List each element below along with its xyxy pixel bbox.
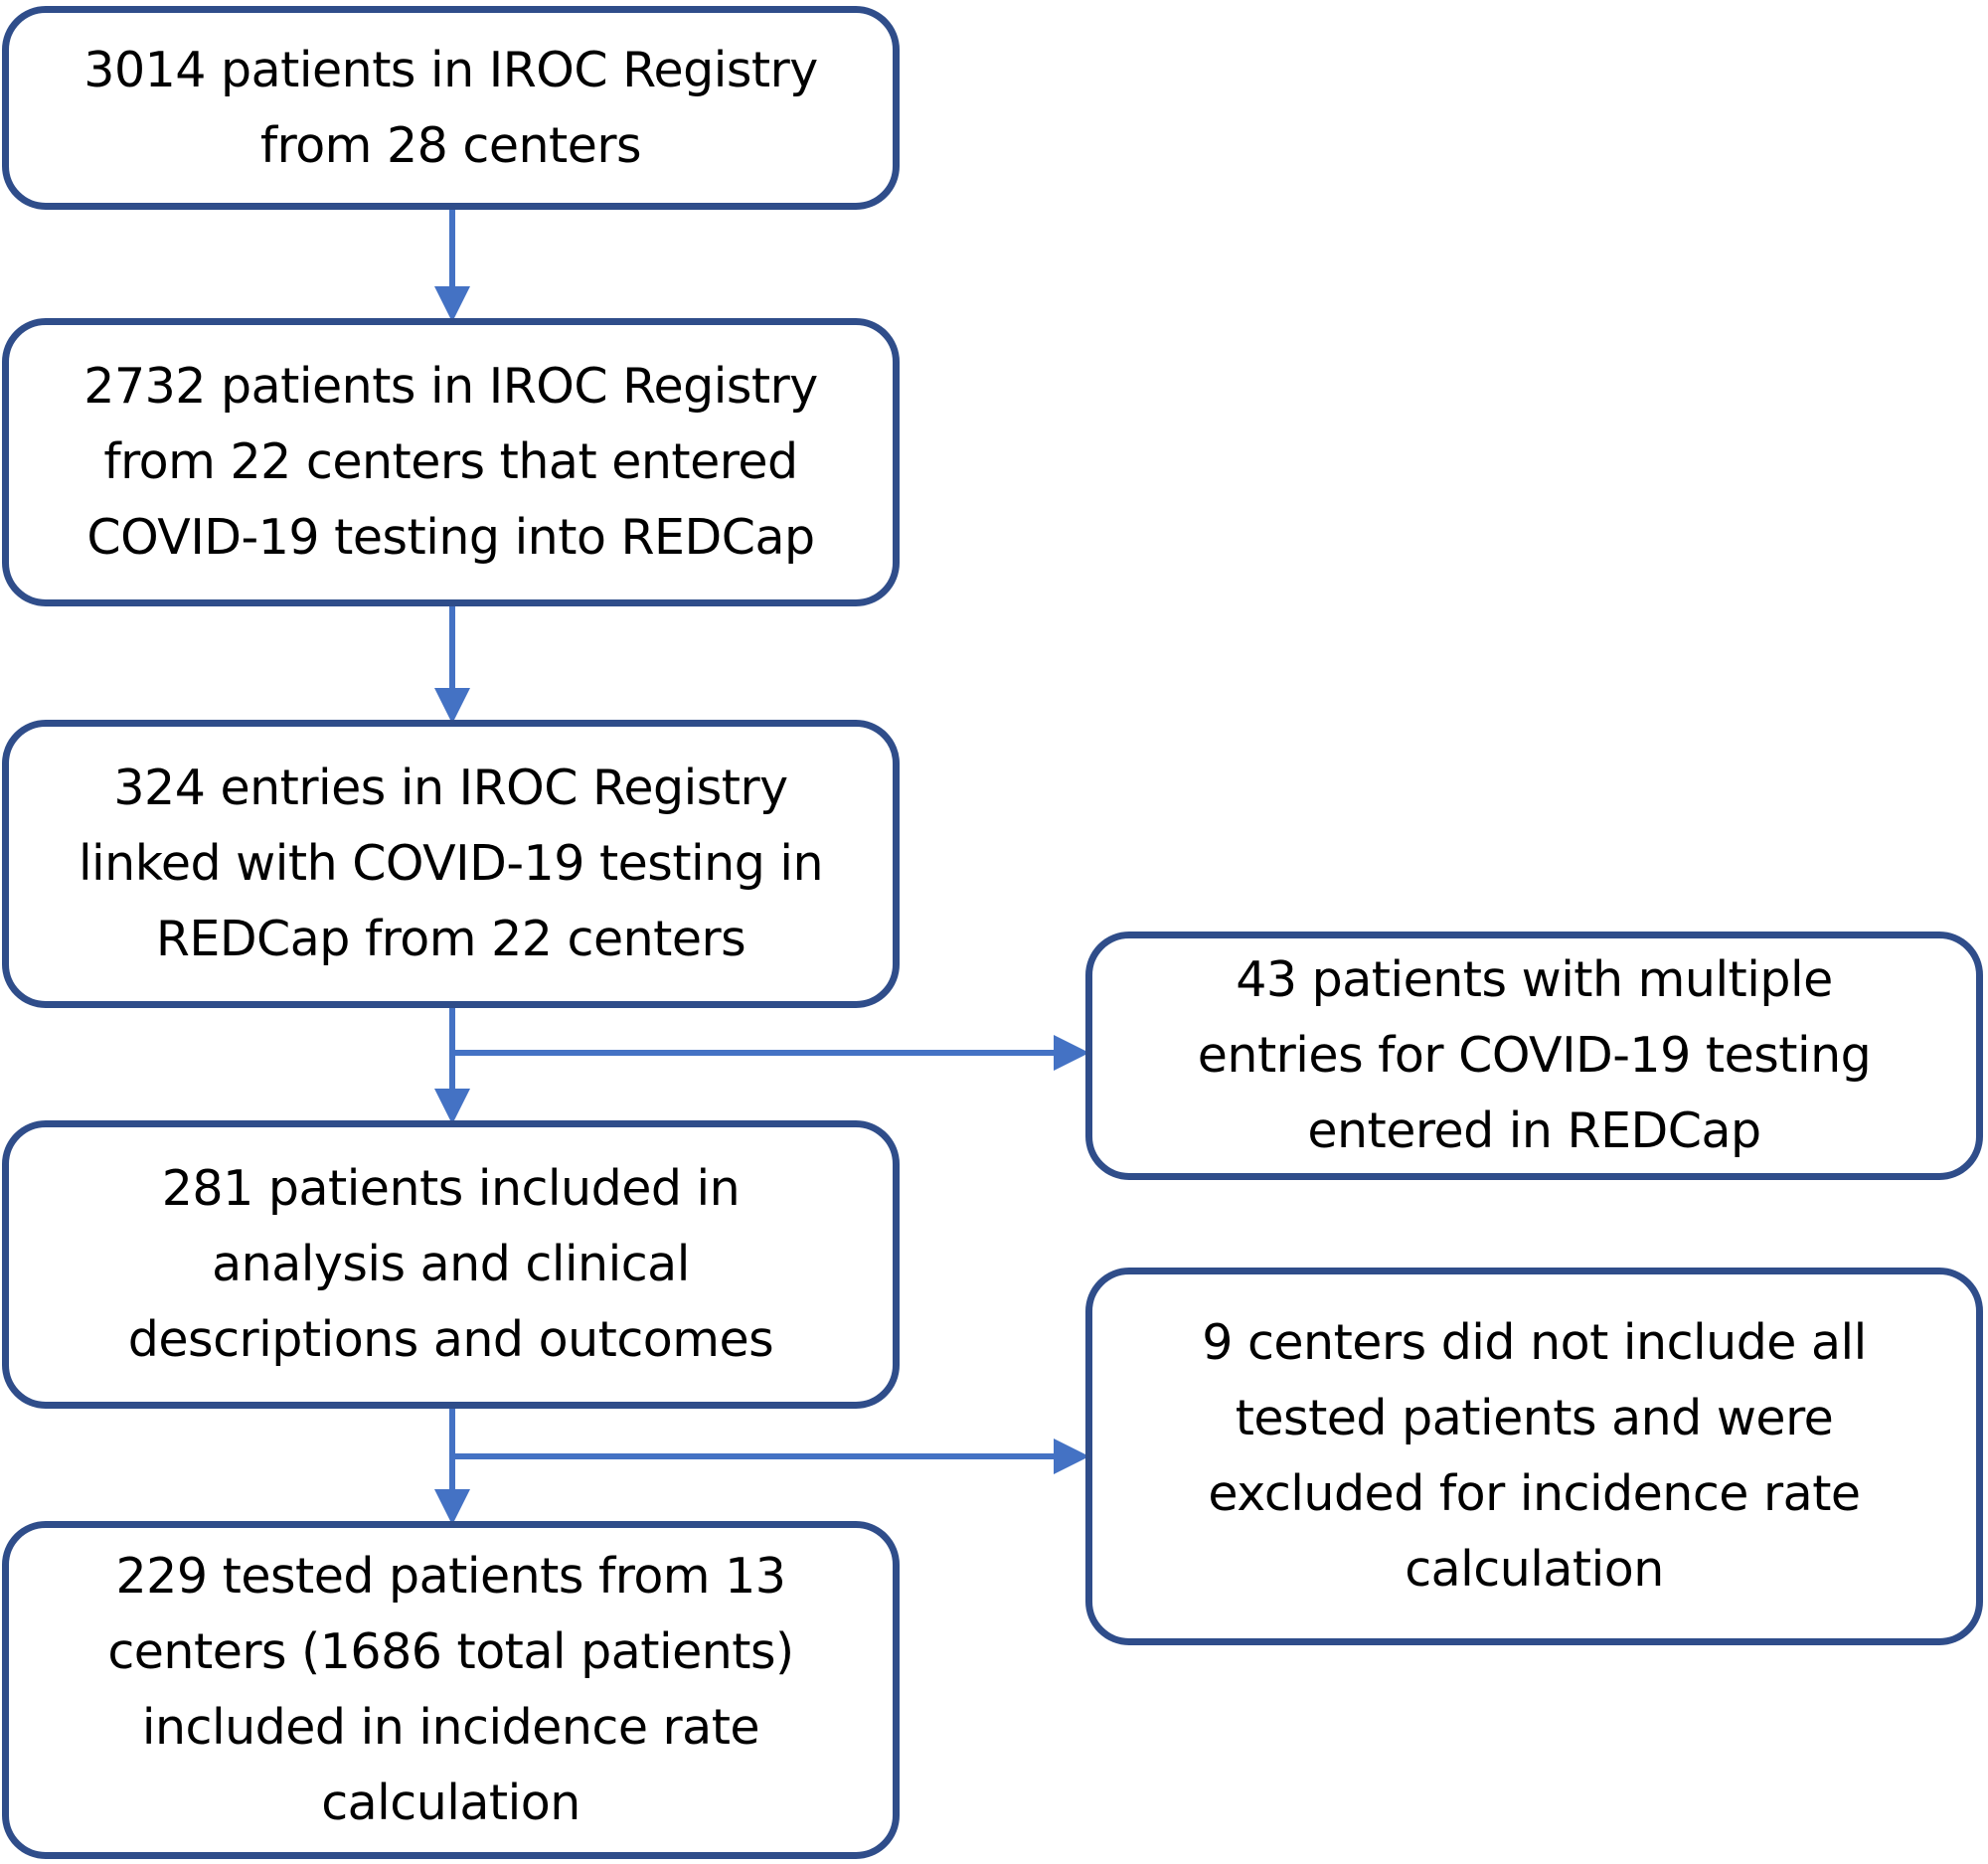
box-text-line: 281 patients included in [161,1160,741,1217]
box-text-line: 9 centers did not include all [1202,1314,1867,1371]
box-centers-excluded: 9 centers did not include all tested pat… [1085,1268,1983,1645]
box-incidence-included: 229 tested patients from 13 centers (168… [2,1521,900,1859]
box-text-line: 324 entries in IROC Registry [113,760,788,816]
box-analysis-included: 281 patients included in analysis and cl… [2,1120,900,1409]
box-text-line: 2732 patients in IROC Registry [83,358,818,415]
box-text-line: COVID-19 testing into REDCap [86,509,815,566]
box-text-line: entries for COVID-19 testing [1197,1027,1872,1084]
box-text-line: entered in REDCap [1307,1102,1761,1159]
box-text-line: included in incidence rate [141,1699,760,1756]
box-text-line: linked with COVID-19 testing in [78,835,824,892]
box-text-line: from 22 centers that entered [103,433,798,490]
box-text-line: tested patients and were [1235,1390,1834,1446]
box-text-line: from 28 centers [259,116,642,174]
box-text-line: 229 tested patients from 13 [115,1548,786,1605]
box-text-line: centers (1686 total patients) [107,1623,794,1680]
box-text-line: analysis and clinical [212,1236,690,1292]
box-registry-redcap-centers: 2732 patients in IROC Registry from 22 c… [2,318,900,606]
box-text-line: REDCap from 22 centers [155,911,746,967]
box-text-line: calculation [1405,1541,1664,1598]
box-linked-entries: 324 entries in IROC Registry linked with… [2,720,900,1008]
box-text-line: descriptions and outcomes [127,1311,774,1368]
box-text-line: 43 patients with multiple [1236,951,1833,1008]
box-text-line: 3014 patients in IROC Registry [83,41,818,98]
box-text-line: calculation [321,1775,580,1831]
box-registry-all: 3014 patients in IROC Registry from 28 c… [2,6,900,210]
box-multiple-entries-excluded: 43 patients with multiple entries for CO… [1085,932,1983,1180]
box-text-line: excluded for incidence rate [1208,1465,1861,1522]
